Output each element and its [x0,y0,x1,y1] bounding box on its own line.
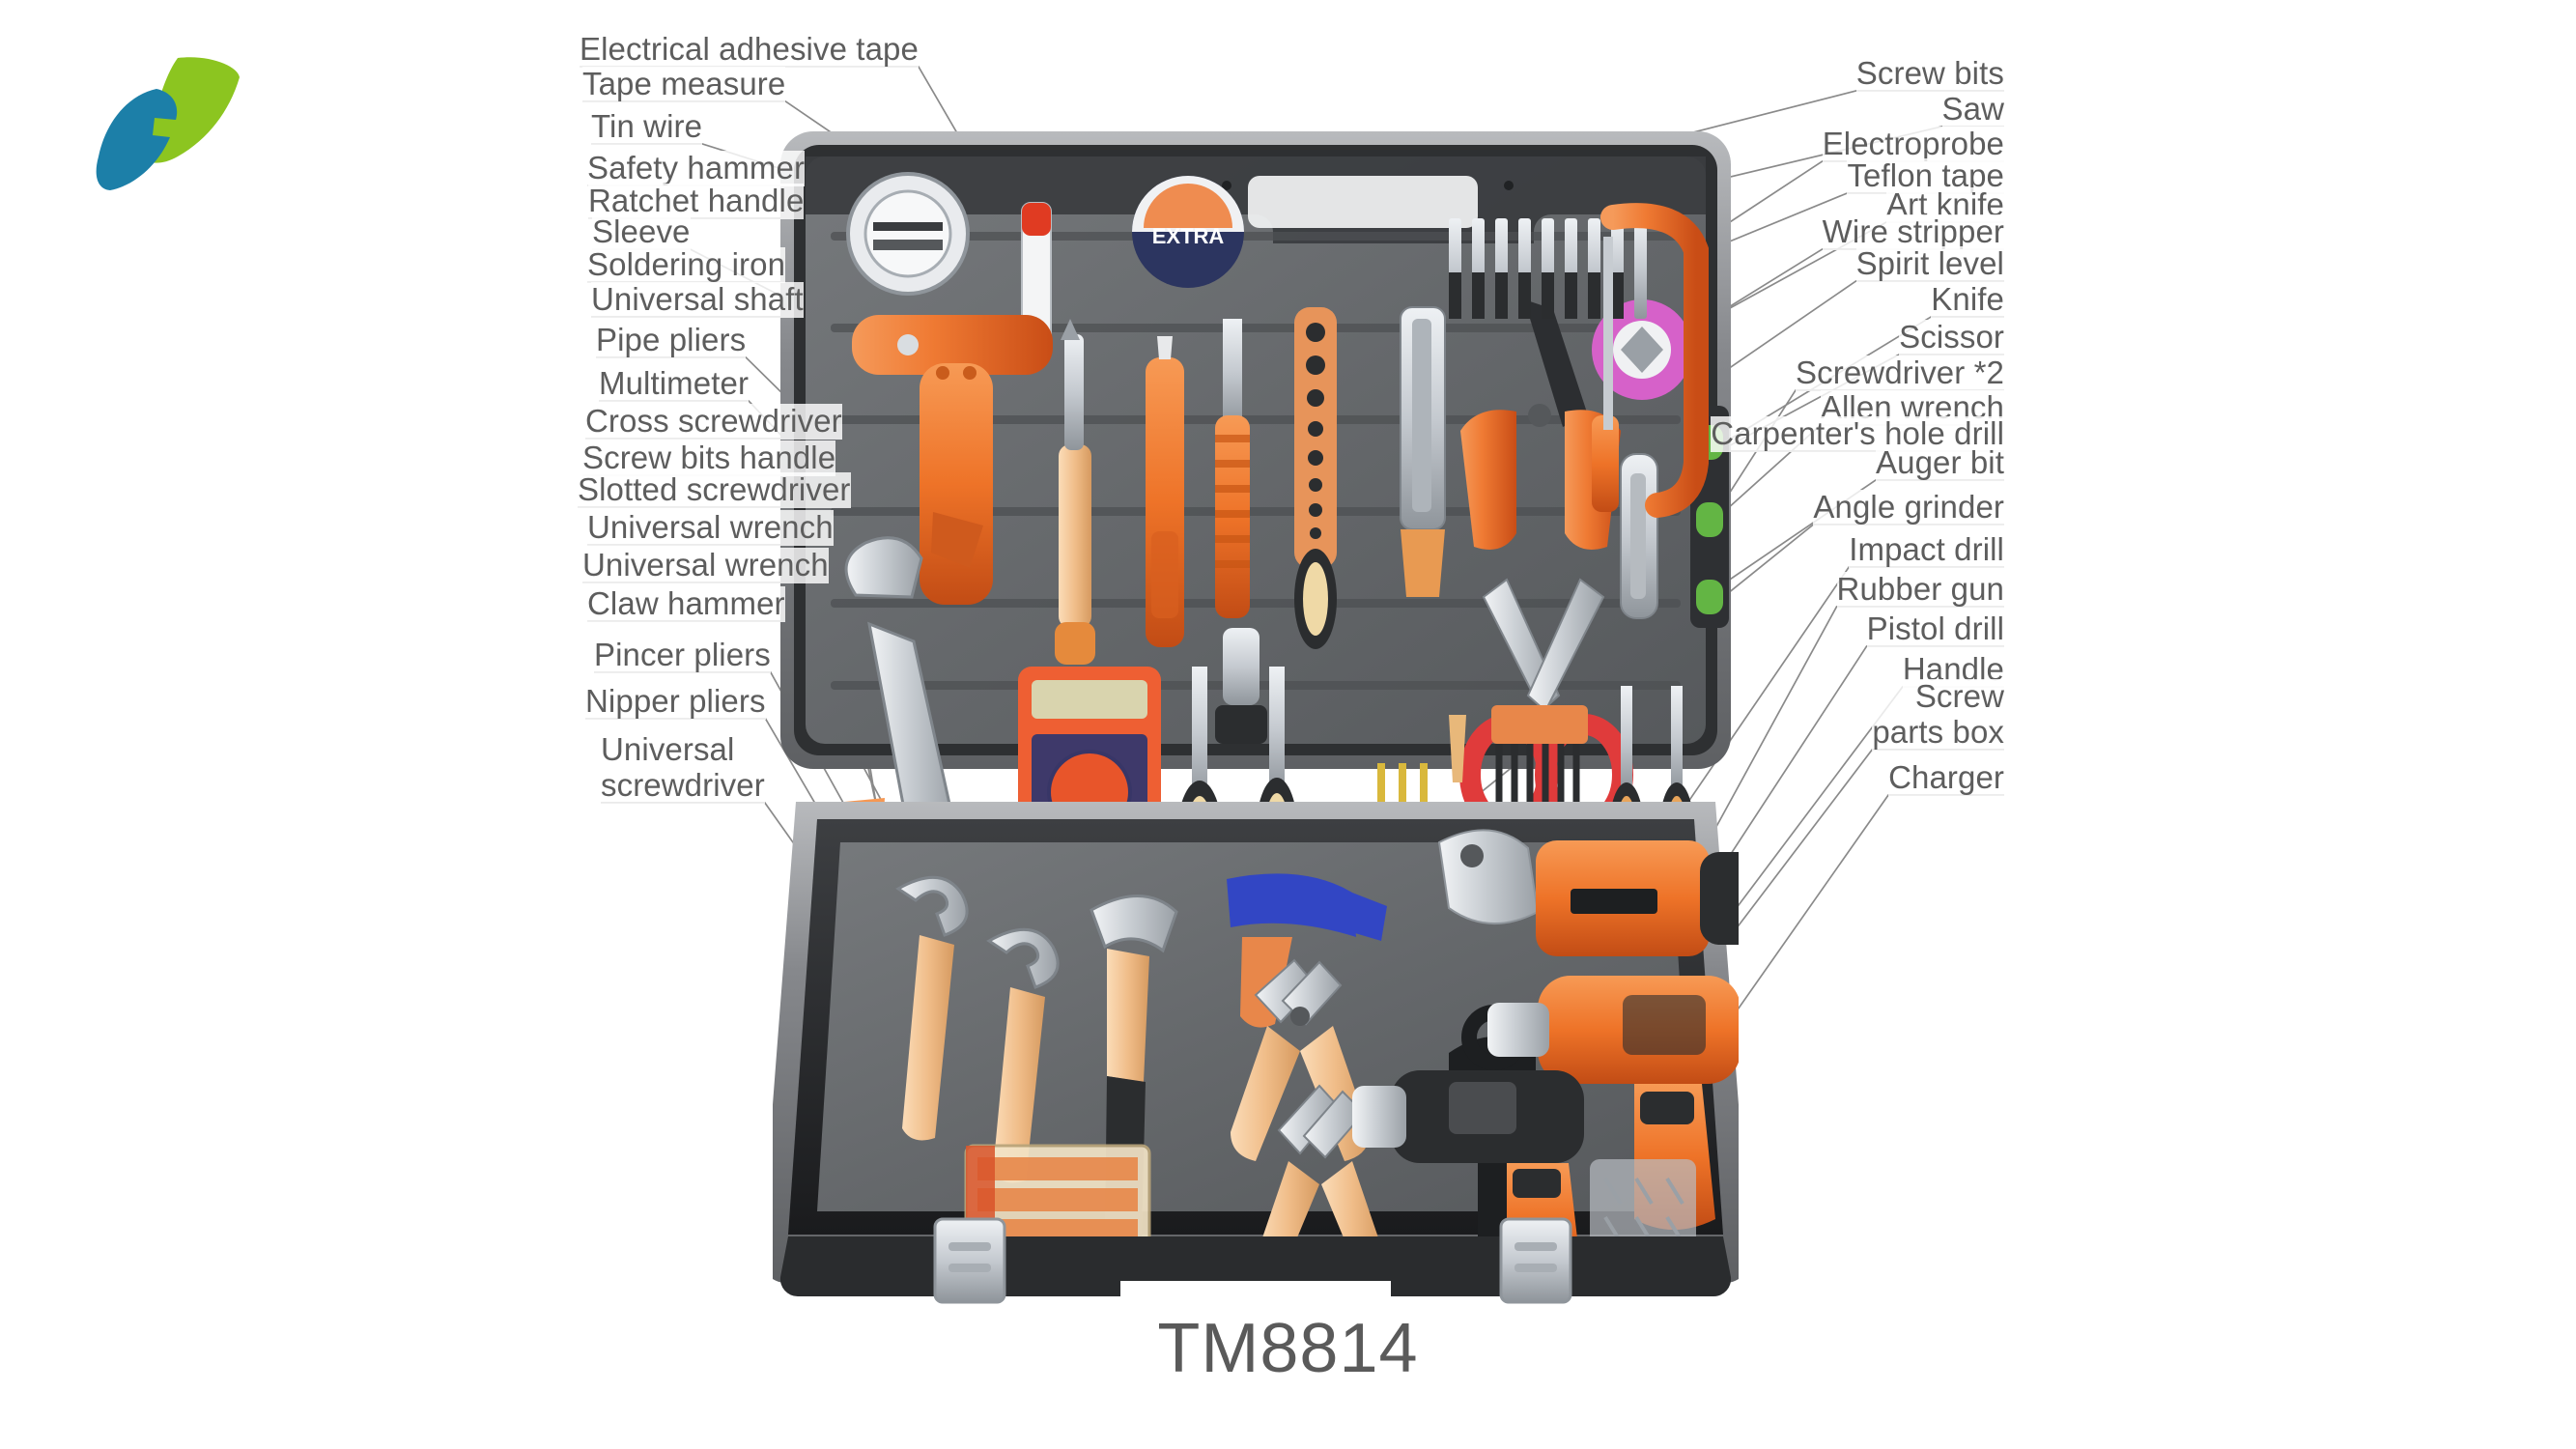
callout-label-right-12: Auger bit [1876,444,2004,481]
callout-label-right-9: Screwdriver *2 [1796,355,2004,391]
screw-bits-tool [1449,218,1647,319]
universal-shaft-tool [1215,319,1250,618]
callout-label-left-15: Claw hammer [587,585,785,622]
callout-label-left-14: Universal wrench [582,547,829,583]
sleeve-bar-tool [1294,307,1337,649]
saw-tool [1592,203,1709,518]
brand-logo-icon [96,57,240,190]
callout-label-right-8: Scissor [1899,319,2004,355]
callout-label-left-10: Cross screwdriver [585,403,842,440]
universal-wrench-2-tool [986,927,1060,1183]
callout-label-left-13: Universal wrench [587,509,834,546]
callout-label-right-15: Rubber gun [1836,571,2004,608]
callout-label-right-0: Screw bits [1855,55,2004,92]
art-knife-tool [1400,306,1446,597]
callout-label-right-14: Impact drill [1849,531,2004,568]
callout-label-left-0: Electrical adhesive tape [580,31,919,68]
callout-label-left-3: Safety hammer [587,150,806,186]
callout-label-left-17: Nipper pliers [585,683,766,720]
tape-measure-tool [846,172,970,296]
rubber-gun-tool [1227,873,1387,1028]
callout-label-left-8: Pipe pliers [596,322,747,358]
callout-label-right-1: Saw [1941,91,2004,128]
callout-label-right-7: Knife [1931,281,2004,318]
electroprobe-tool [1146,336,1184,647]
callout-label-left-1: Tape measure [582,66,786,102]
teflon-tape-tool [1592,299,1692,400]
angle-grinder-tool [1437,829,1739,956]
latch-right [1499,1217,1572,1304]
callout-label-left-5: Sleeve [592,213,691,250]
callout-label-left-9: Multimeter [599,365,750,402]
universal-wrench-1-tool [895,875,969,1141]
callout-label-right-16: Pistol drill [1866,611,2004,647]
callout-label-left-18: Universal screwdriver [601,731,765,804]
model-number: TM8814 [1157,1310,1419,1387]
soldering-iron-tool [1055,319,1095,665]
latch-left [933,1217,1006,1304]
screw-bits-handle-tool [1215,628,1267,744]
callout-label-left-7: Universal shaft [591,281,804,318]
callout-label-left-12: Slotted screwdriver [578,471,851,508]
toolbox-illustration: EXTRA [773,131,1739,1310]
knife-tool [1620,453,1658,619]
callout-label-left-16: Pincer pliers [594,637,771,673]
callout-label-left-2: Tin wire [591,108,703,145]
case-base [773,802,1739,1310]
callout-label-left-11: Screw bits handle [582,440,836,476]
safety-hammer-tool [852,315,1053,605]
callout-label-right-13: Angle grinder [1813,489,2004,526]
callout-label-right-18: Screw parts box [1872,678,2004,751]
callout-label-right-5: Wire stripper [1822,213,2004,250]
svg-text:EXTRA: EXTRA [1152,224,1225,248]
callout-label-right-19: Charger [1888,759,2004,796]
callout-label-left-4: Ratchet handle [588,183,805,219]
callout-label-left-6: Soldering iron [587,246,786,283]
callout-label-right-6: Spirit level [1855,245,2004,282]
callout-label-right-2: Electroprobe [1822,126,2004,162]
tin-wire-tool: EXTRA [1132,176,1244,288]
